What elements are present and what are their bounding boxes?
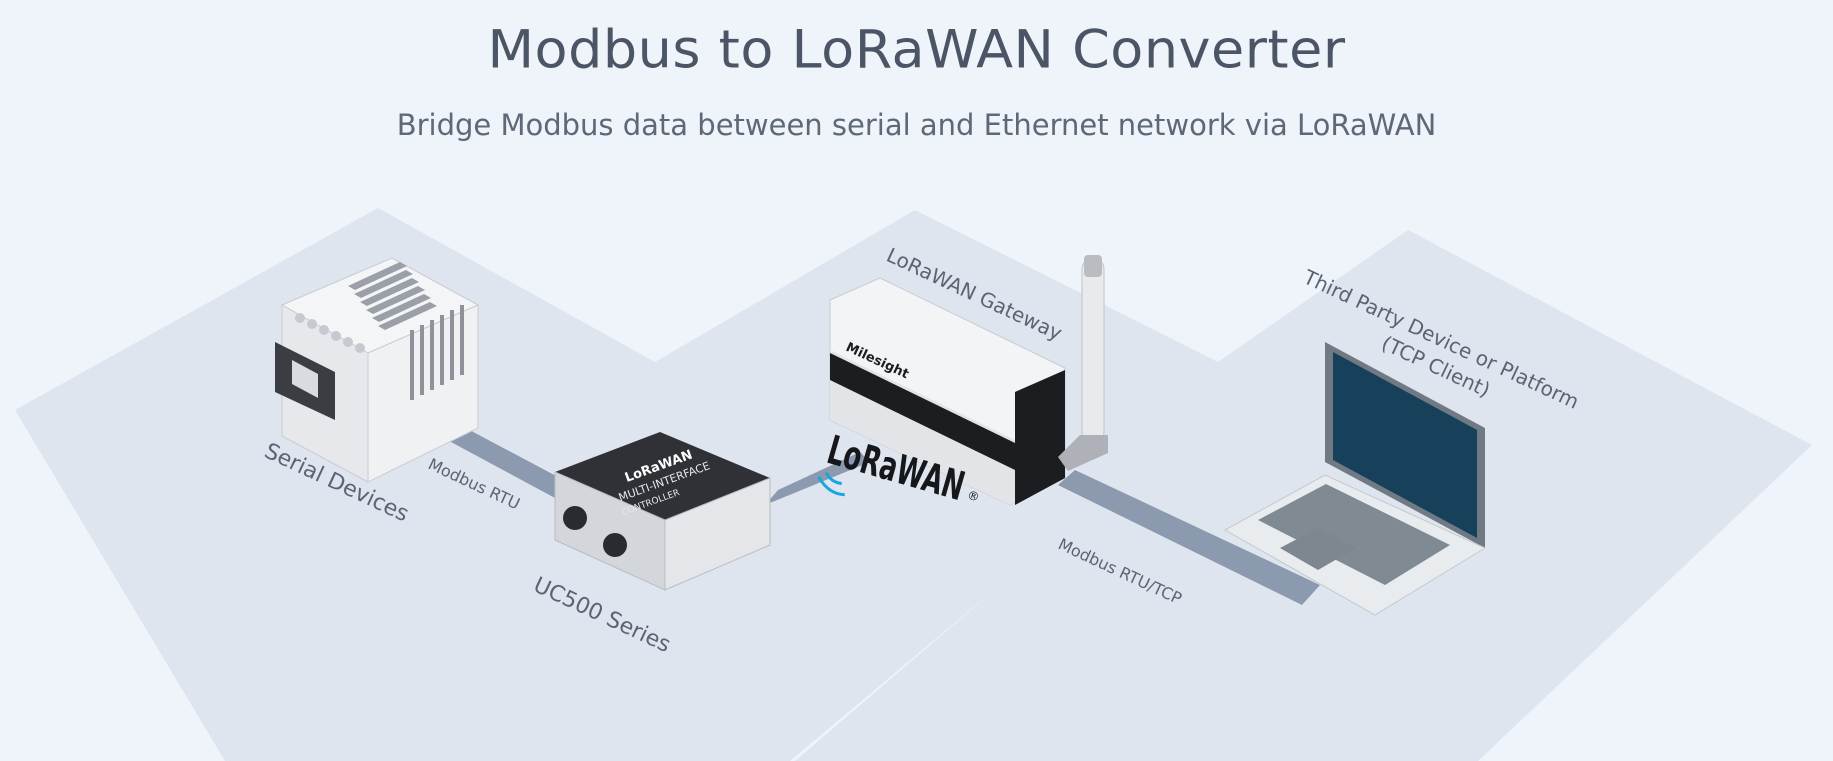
gateway-device-icon: Milesight bbox=[829, 255, 1108, 506]
cable-serial-uc500 bbox=[425, 418, 575, 498]
laptop-icon bbox=[1223, 342, 1487, 616]
serial-device-icon bbox=[275, 257, 480, 483]
cable-gateway-laptop bbox=[1058, 470, 1320, 605]
page-subtitle: Bridge Modbus data between serial and Et… bbox=[396, 108, 1437, 142]
lorawan-registered-mark: ® bbox=[966, 488, 981, 505]
page-title: Modbus to LoRaWAN Converter bbox=[487, 18, 1346, 81]
uc500-device-icon: LoRaWAN MULTI-INTERFACE CONTROLLER bbox=[554, 432, 771, 591]
cable-uc500-lorawan bbox=[765, 452, 870, 505]
